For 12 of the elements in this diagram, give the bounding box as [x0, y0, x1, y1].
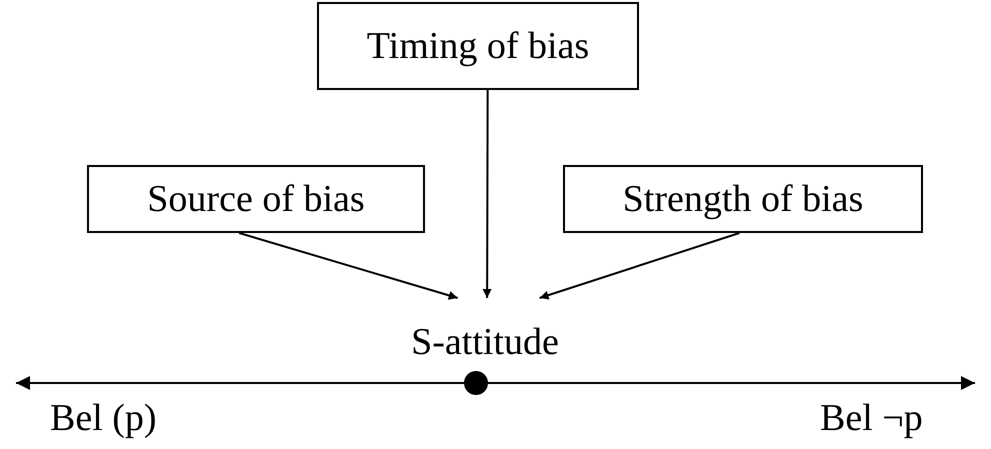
arrow — [482, 90, 492, 298]
box-label: Strength of bias — [622, 177, 864, 221]
node-label: S-attitude — [411, 320, 559, 364]
box-label: Timing of bias — [366, 24, 590, 68]
box-label: Source of bias — [147, 177, 365, 221]
text-box — [87, 165, 425, 233]
text-box — [317, 2, 639, 90]
axis-end-label: Bel ¬p — [820, 396, 923, 440]
arrow — [238, 232, 458, 300]
arrow — [539, 232, 740, 300]
axis-end-label: Bel (p) — [50, 396, 157, 440]
text-box — [563, 165, 923, 233]
